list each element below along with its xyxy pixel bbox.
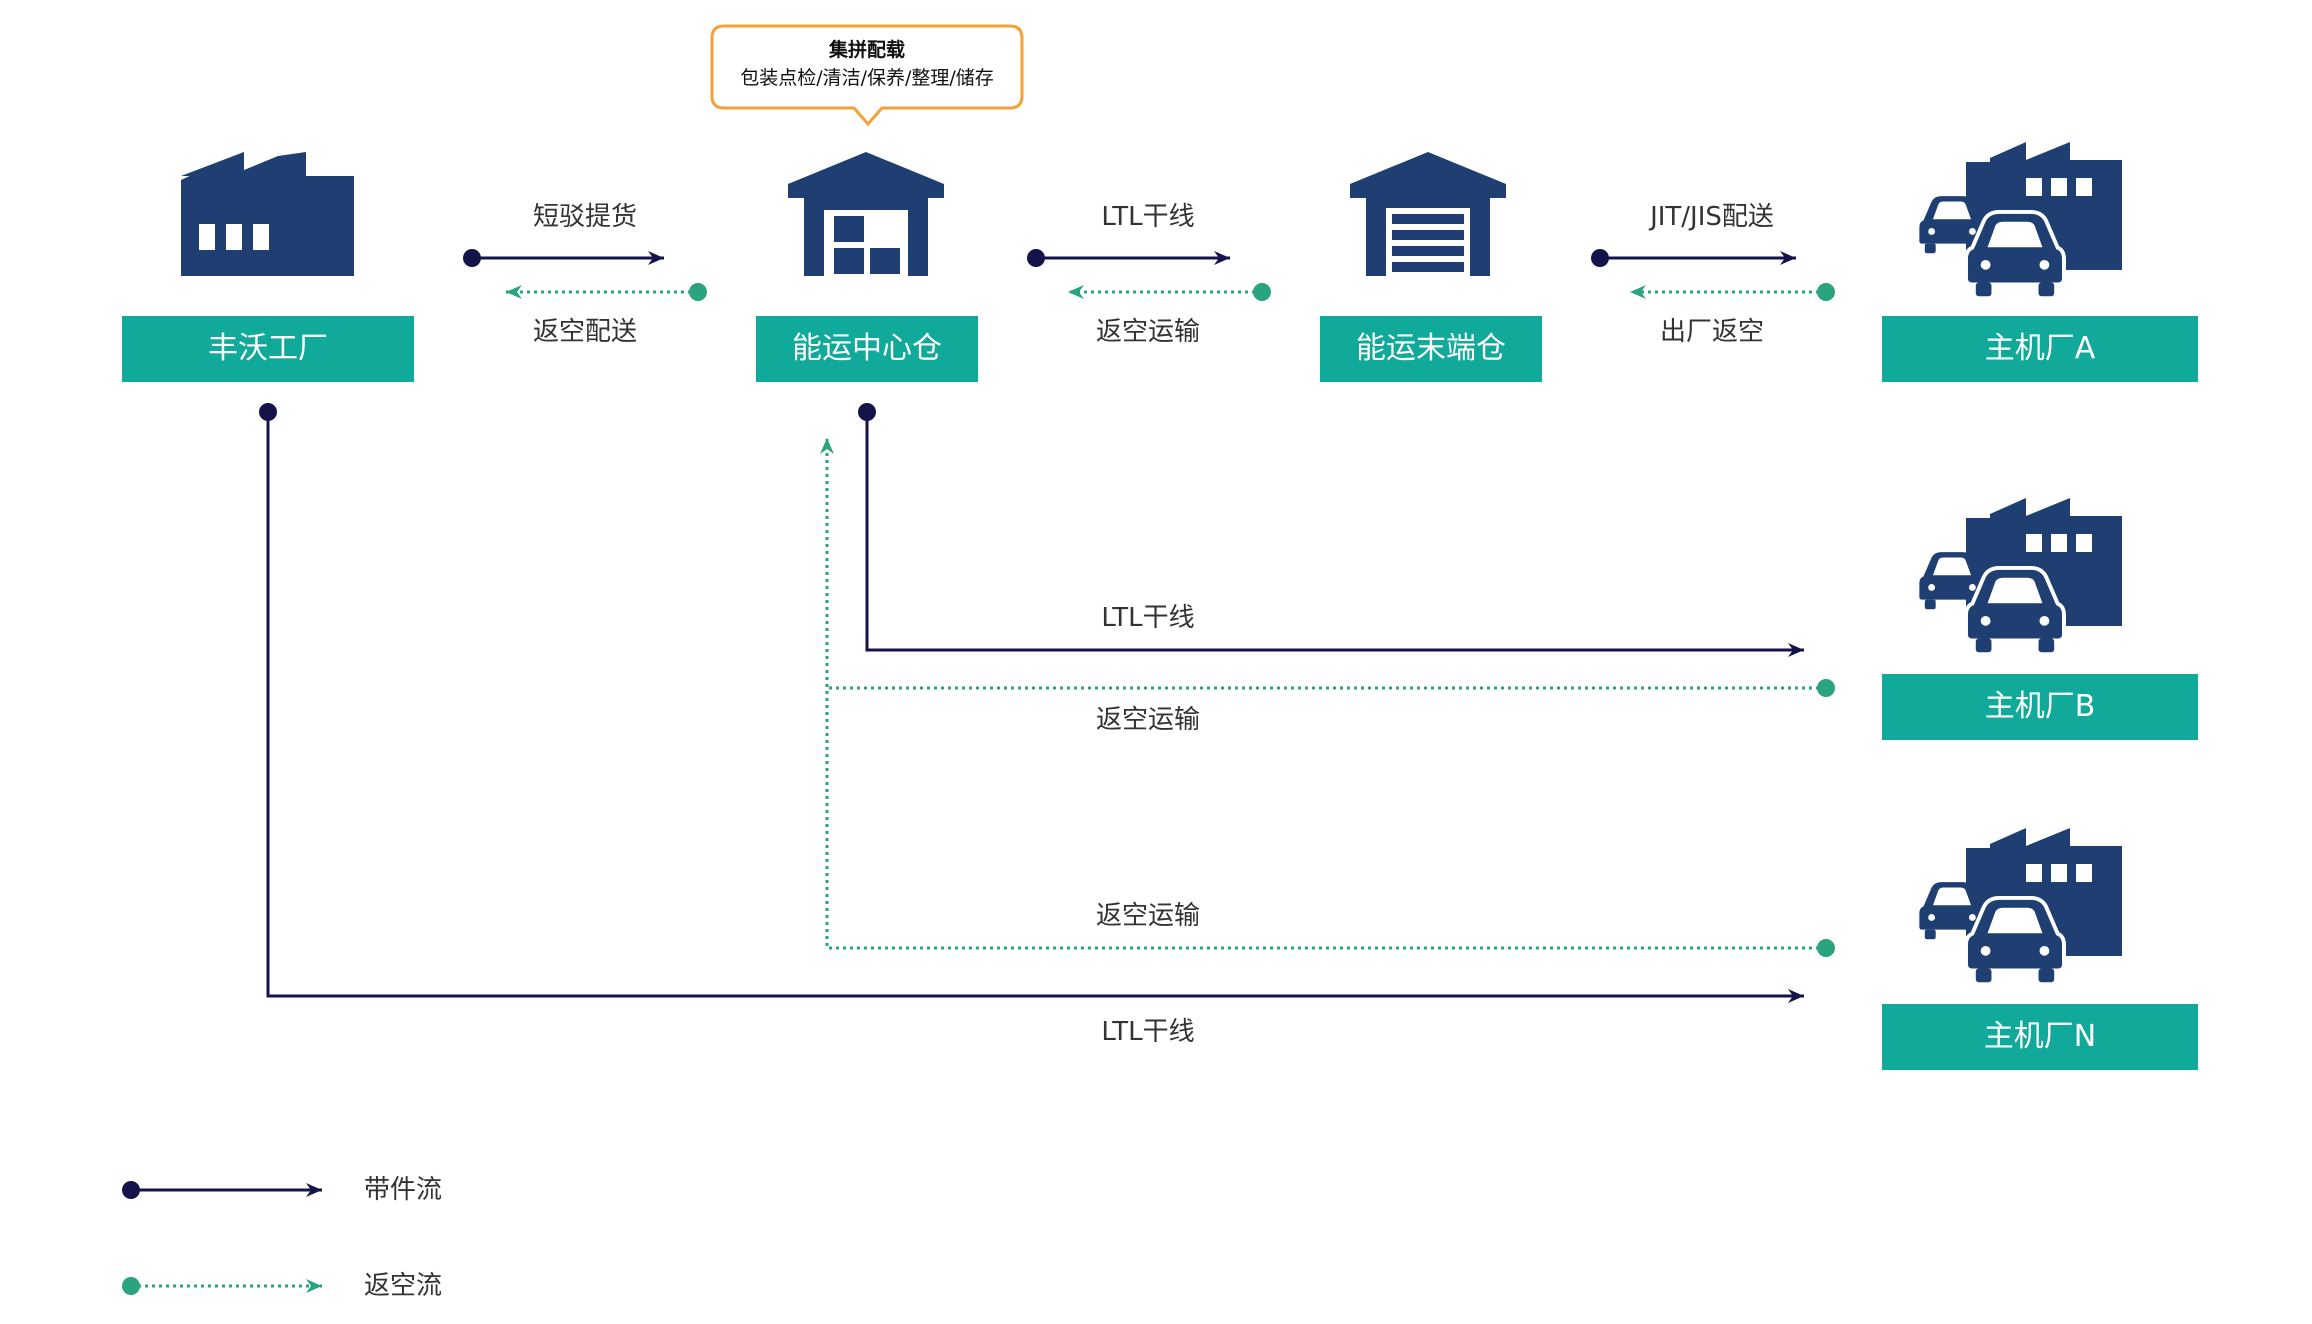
- flow-label-empty-n: 返空运输: [1096, 901, 1200, 931]
- flow-terminal-oema-empty: [1630, 283, 1835, 301]
- flow-center-oemb-loaded: [858, 403, 1804, 657]
- legend-empty-label: 返空流: [364, 1271, 442, 1301]
- flow-oemb-center-empty: [827, 679, 1835, 697]
- callout-title: 集拼配载: [828, 38, 905, 61]
- node-oem-n: 主机厂N: [1882, 1004, 2198, 1070]
- callout-bubble: [710, 24, 1024, 127]
- car-plant-icon-n: [1919, 828, 2122, 982]
- warehouse-icon: [788, 152, 944, 276]
- garage-icon: [1350, 152, 1506, 276]
- flow-label-jit-jis: JIT/JIS配送: [1648, 202, 1774, 232]
- factory-icon: [181, 152, 354, 276]
- car-plant-icon-a: [1919, 142, 2122, 296]
- legend: 带件流 返空流: [122, 1175, 442, 1301]
- car-plant-icon-b: [1919, 498, 2122, 652]
- flow-center-terminal-loaded: [1027, 249, 1230, 267]
- flow-factory-center-empty: [506, 283, 707, 301]
- legend-loaded-label: 带件流: [364, 1175, 442, 1205]
- node-terminal: 能运末端仓: [1320, 316, 1542, 382]
- node-center-label: 能运中心仓: [792, 331, 942, 366]
- node-terminal-label: 能运末端仓: [1356, 331, 1506, 366]
- callout-subtitle: 包装点检/清洁/保养/整理/储存: [740, 67, 994, 89]
- node-factory-label: 丰沃工厂: [208, 331, 328, 366]
- flow-label-empty-b: 返空运输: [1096, 705, 1200, 735]
- flow-label-factory-empty: 出厂返空: [1660, 317, 1764, 347]
- flow-label-empty-delivery: 返空配送: [533, 317, 637, 347]
- node-oem-a: 主机厂A: [1882, 316, 2198, 382]
- node-oem-a-label: 主机厂A: [1985, 331, 2096, 366]
- node-oem-b-label: 主机厂B: [1985, 689, 2096, 724]
- node-oem-b: 主机厂B: [1882, 674, 2198, 740]
- node-factory: 丰沃工厂: [122, 316, 414, 382]
- callout: 集拼配载 包装点检/清洁/保养/整理/储存: [710, 24, 1024, 127]
- flow-label-ltl-1: LTL干线: [1101, 202, 1194, 232]
- node-center: 能运中心仓: [756, 316, 978, 382]
- flow-label-short-pickup: 短驳提货: [533, 202, 637, 232]
- flow-label-empty-transport-1: 返空运输: [1096, 317, 1200, 347]
- flow-label-ltl-b: LTL干线: [1101, 603, 1194, 633]
- flow-center-terminal-empty: [1068, 283, 1271, 301]
- flow-oemn-center-empty: [820, 438, 1835, 957]
- legend-empty-line: [122, 1277, 322, 1295]
- flow-label-ltl-n: LTL干线: [1101, 1017, 1194, 1047]
- flow-terminal-oema-loaded: [1591, 249, 1796, 267]
- flow-factory-center-loaded: [463, 249, 664, 267]
- flow-factory-oemn-loaded: [259, 403, 1804, 1003]
- legend-loaded-line: [122, 1181, 322, 1199]
- node-oem-n-label: 主机厂N: [1984, 1019, 2096, 1054]
